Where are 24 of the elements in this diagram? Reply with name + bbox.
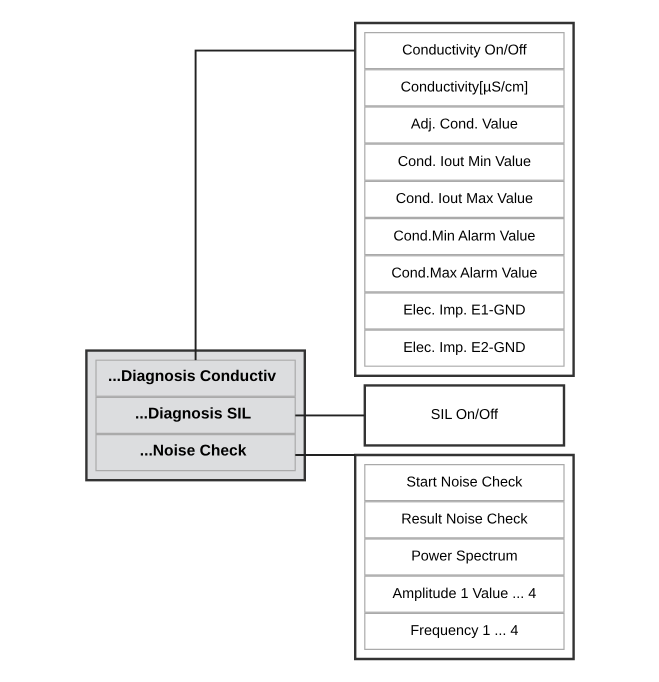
node-box: Power Spectrum	[364, 538, 564, 576]
node-box: Adj. Cond. Value	[364, 106, 564, 144]
connector	[294, 454, 355, 456]
node-box: Cond.Min Alarm Value	[364, 218, 564, 256]
node-box: Cond. Iout Min Value	[364, 144, 564, 181]
node-box: Start Noise Check	[364, 464, 564, 502]
cluster	[354, 22, 574, 377]
node-box: ...Diagnosis SIL	[94, 396, 296, 434]
connector	[294, 414, 364, 416]
node-box: Conductivity[µS/cm]	[364, 69, 564, 106]
cluster	[354, 454, 574, 660]
node-box: SIL On/Off	[363, 384, 565, 447]
node-box: Cond.Max Alarm Value	[364, 255, 564, 292]
connector	[194, 50, 355, 360]
node-box: Frequency 1 ... 4	[364, 612, 564, 650]
node-box: Amplitude 1 Value ... 4	[364, 576, 564, 613]
node-box: Result Noise Check	[364, 501, 564, 538]
node-box: Elec. Imp. E1-GND	[364, 292, 564, 330]
cluster	[84, 349, 306, 482]
node-box: Elec. Imp. E2-GND	[364, 330, 564, 367]
node-box: Cond. Iout Max Value	[364, 180, 564, 218]
node-box: Conductivity On/Off	[364, 32, 564, 70]
node-box: ...Noise Check	[94, 434, 296, 472]
node-box: ...Diagnosis Conductiv	[94, 360, 296, 397]
